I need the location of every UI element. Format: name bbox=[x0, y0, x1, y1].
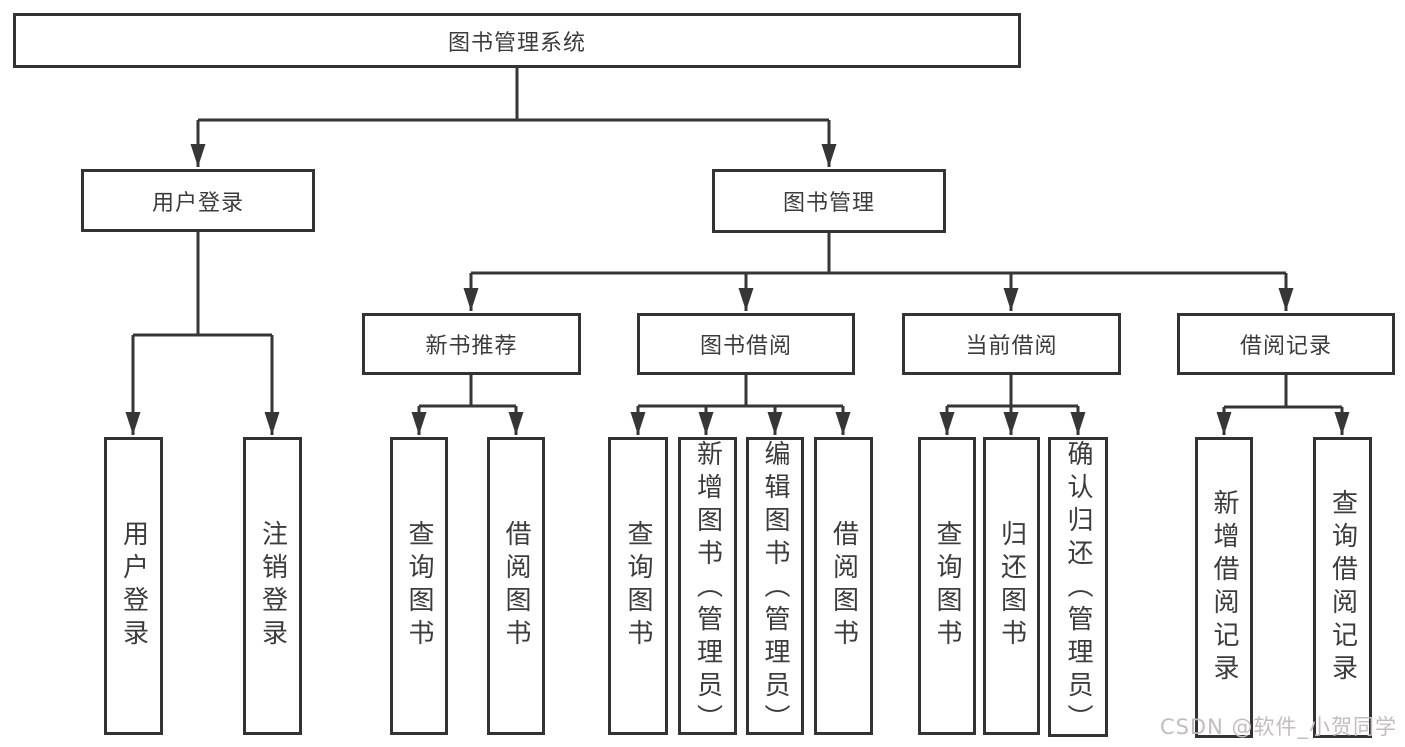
leaf-label: 归还图书 bbox=[996, 520, 1027, 652]
csdn-watermark: CSDN @软件_小贺同学 bbox=[1159, 715, 1397, 739]
leaf-borrow-books-2: 借阅图书 bbox=[814, 437, 873, 735]
node-user-login: 用户登录 bbox=[81, 169, 315, 232]
connector-login-to-leaves bbox=[125, 231, 280, 435]
leaf-label: 借阅图书 bbox=[501, 520, 531, 652]
leaf-confirm-return-admin: 确认归还（管理员） bbox=[1048, 437, 1108, 737]
leaf-label: 确认归还（管理员） bbox=[1063, 440, 1093, 737]
leaf-label: 查询图书 bbox=[623, 520, 653, 652]
leaf-label: 借阅图书 bbox=[828, 520, 859, 652]
leaf-edit-book-admin: 编辑图书（管理员） bbox=[746, 437, 804, 737]
leaf-return-book: 归还图书 bbox=[983, 437, 1040, 735]
leaf-add-book-admin: 新增图书（管理员） bbox=[678, 437, 737, 737]
leaf-query-borrow-record: 查询借阅记录 bbox=[1313, 437, 1372, 738]
node-root-system: 图书管理系统 bbox=[13, 13, 1021, 68]
leaf-label: 查询图书 bbox=[404, 520, 434, 652]
connector-newbook-to-leaves bbox=[411, 374, 524, 435]
node-new-book-recommend: 新书推荐 bbox=[362, 313, 581, 375]
leaf-label: 注销登录 bbox=[257, 520, 288, 652]
node-current-borrow: 当前借阅 bbox=[902, 313, 1121, 375]
leaf-label: 编辑图书（管理员） bbox=[760, 440, 790, 737]
connector-current-to-leaves bbox=[939, 374, 1086, 435]
leaf-label: 查询图书 bbox=[932, 520, 962, 652]
leaf-label: 新增图书（管理员） bbox=[692, 440, 723, 737]
leaf-label: 查询借阅记录 bbox=[1327, 488, 1358, 687]
connector-records-to-leaves bbox=[1216, 374, 1350, 435]
node-borrow-records: 借阅记录 bbox=[1177, 313, 1395, 375]
leaf-add-borrow-record: 新增借阅记录 bbox=[1195, 437, 1253, 738]
connector-root-to-level2 bbox=[190, 66, 837, 167]
leaf-query-books-3: 查询图书 bbox=[918, 437, 976, 735]
node-book-management: 图书管理 bbox=[712, 169, 946, 233]
leaf-query-books-2: 查询图书 bbox=[608, 437, 668, 735]
connector-borrow-to-leaves bbox=[630, 374, 851, 435]
leaf-logout: 注销登录 bbox=[243, 437, 302, 735]
leaf-label: 用户登录 bbox=[118, 520, 149, 652]
leaf-borrow-books-1: 借阅图书 bbox=[487, 437, 545, 735]
leaf-label: 新增借阅记录 bbox=[1209, 488, 1239, 687]
leaf-query-books-1: 查询图书 bbox=[390, 437, 448, 735]
connector-mgmt-to-sections bbox=[463, 232, 1294, 311]
node-book-borrow: 图书借阅 bbox=[637, 313, 855, 375]
leaf-user-login: 用户登录 bbox=[104, 437, 163, 735]
